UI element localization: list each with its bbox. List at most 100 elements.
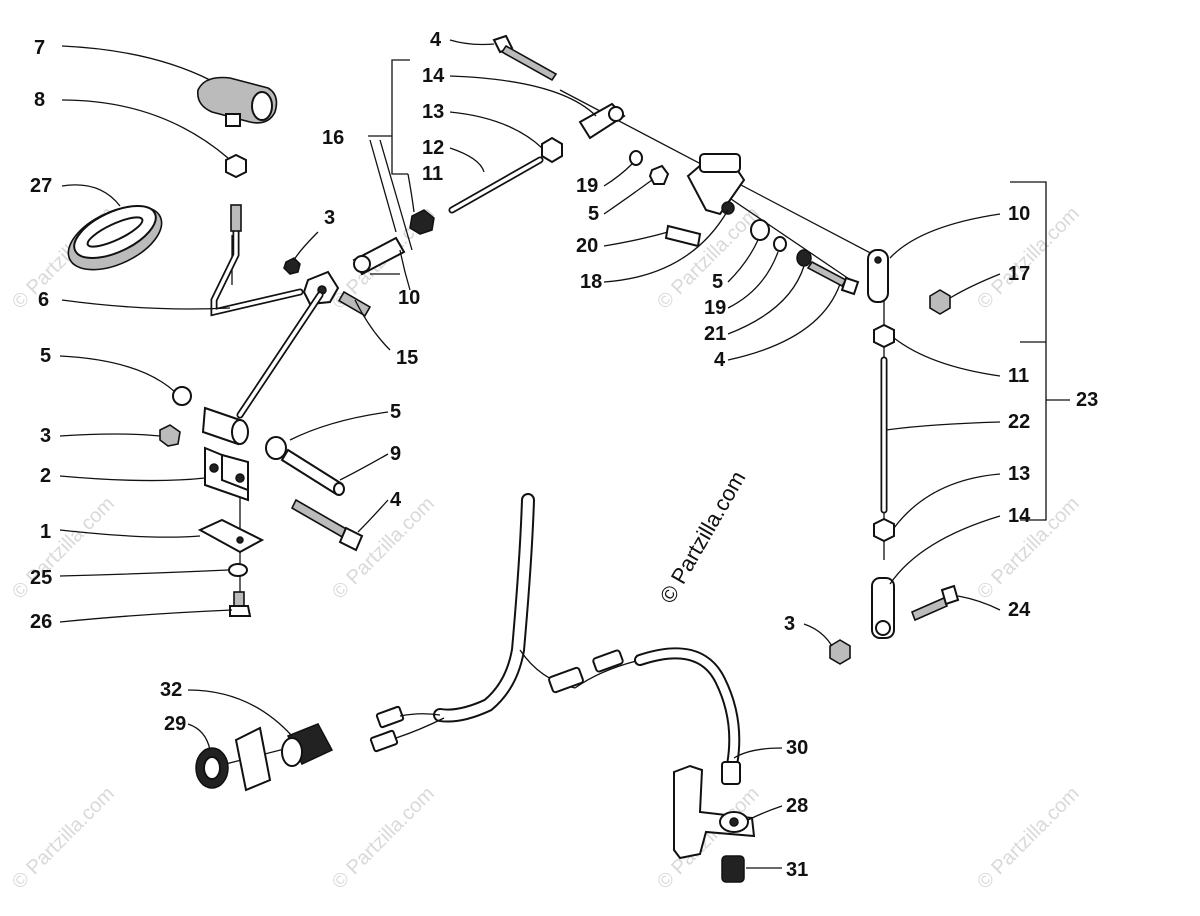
callout-12: 12 bbox=[422, 137, 444, 159]
bushing-icon bbox=[648, 164, 670, 185]
callout-3: 3 bbox=[40, 425, 51, 447]
mounting-plate-icon bbox=[197, 518, 265, 554]
watermark-text: © Partzilla.com bbox=[973, 783, 1084, 894]
bushing-icon bbox=[750, 219, 770, 241]
hole-icon bbox=[236, 536, 244, 544]
handle-grip-icon bbox=[196, 76, 278, 127]
rubber-boot-icon bbox=[67, 205, 163, 271]
nut-icon bbox=[721, 855, 745, 883]
leader-lines bbox=[59, 39, 1001, 869]
callout-26: 26 bbox=[30, 611, 52, 633]
callout-9: 9 bbox=[390, 443, 401, 465]
group-brackets bbox=[368, 59, 1070, 521]
callout-25: 25 bbox=[30, 567, 52, 589]
callout-31: 31 bbox=[786, 859, 808, 881]
callout-18: 18 bbox=[580, 271, 602, 293]
shift-lever-icon bbox=[210, 204, 304, 317]
callout-28: 28 bbox=[786, 795, 808, 817]
callout-4: 4 bbox=[430, 29, 442, 51]
bolt-icon bbox=[290, 498, 364, 552]
bushing-icon bbox=[172, 386, 192, 406]
bolt-icon bbox=[337, 290, 372, 317]
nut-icon bbox=[829, 639, 851, 665]
callout-11: 11 bbox=[1008, 365, 1029, 387]
callout-32: 32 bbox=[160, 679, 182, 701]
watermarks: © Partzilla.com © Partzilla.com © Partzi… bbox=[8, 203, 1084, 894]
watermark-text: © Partzilla.com bbox=[328, 783, 439, 894]
rod-end-icon bbox=[578, 102, 626, 140]
callout-5: 5 bbox=[390, 401, 401, 423]
callout-14: 14 bbox=[1008, 505, 1031, 527]
callout-19: 19 bbox=[704, 297, 726, 319]
rod-end-icon bbox=[352, 236, 406, 276]
callout-15: 15 bbox=[396, 347, 418, 369]
callout-5: 5 bbox=[712, 271, 723, 293]
callout-13: 13 bbox=[1008, 463, 1030, 485]
callout-4: 4 bbox=[390, 489, 402, 511]
watermark-text: © Partzilla.com bbox=[653, 783, 764, 894]
callout-5: 5 bbox=[588, 203, 599, 225]
callout-7: 7 bbox=[34, 37, 45, 59]
callout-10: 10 bbox=[398, 287, 420, 309]
pivot-pin-icon bbox=[280, 448, 345, 496]
callout-3: 3 bbox=[784, 613, 795, 635]
nut-icon bbox=[929, 289, 951, 315]
switch-icon bbox=[234, 723, 334, 792]
bolt-icon bbox=[910, 584, 960, 622]
pivot-sleeve-icon bbox=[201, 406, 249, 446]
copyright-text: © Partzilla.com bbox=[655, 467, 751, 608]
callout-23: 23 bbox=[1076, 389, 1098, 411]
callout-6: 6 bbox=[38, 289, 49, 311]
callout-30: 30 bbox=[786, 737, 808, 759]
rod-end-icon bbox=[871, 577, 895, 639]
rod-end-icon bbox=[867, 249, 889, 303]
sensor-icon bbox=[721, 761, 741, 785]
callout-11: 11 bbox=[422, 163, 443, 185]
callout-27: 27 bbox=[30, 175, 52, 197]
washer-icon bbox=[773, 236, 787, 252]
callout-29: 29 bbox=[164, 713, 186, 735]
callout-10: 10 bbox=[1008, 203, 1030, 225]
watermark-text: © Partzilla.com bbox=[8, 783, 119, 894]
nut-icon bbox=[409, 209, 435, 235]
callout-21: 21 bbox=[704, 323, 726, 345]
callout-5: 5 bbox=[40, 345, 51, 367]
spacer-pin-icon bbox=[664, 224, 702, 248]
nut-icon bbox=[283, 257, 301, 275]
bellcrank-icon bbox=[686, 153, 746, 216]
callout-3: 3 bbox=[324, 207, 335, 229]
callout-14: 14 bbox=[422, 65, 445, 87]
sensor-bracket-icon bbox=[673, 764, 756, 860]
callout-13: 13 bbox=[422, 101, 444, 123]
callout-2: 2 bbox=[40, 465, 51, 487]
nut-icon bbox=[541, 136, 563, 164]
watermark-text: © Partzilla.com bbox=[328, 493, 439, 604]
callout-16: 16 bbox=[322, 127, 344, 149]
nut-icon bbox=[225, 153, 247, 179]
bushing-icon bbox=[265, 436, 287, 460]
callout-8: 8 bbox=[34, 89, 45, 111]
bolt-icon bbox=[229, 591, 252, 617]
retaining-ring-icon bbox=[195, 747, 229, 789]
callout-1: 1 bbox=[40, 521, 51, 543]
callout-22: 22 bbox=[1008, 411, 1030, 433]
callout-19: 19 bbox=[576, 175, 598, 197]
watermark-text: © Partzilla.com bbox=[8, 493, 119, 604]
callout-labels: 7 8 27 6 3 15 5 3 2 1 25 26 5 9 4 4 14 1… bbox=[30, 29, 1098, 881]
callout-4: 4 bbox=[714, 349, 726, 371]
washer-icon bbox=[796, 249, 812, 267]
link-rod-icon bbox=[236, 291, 324, 419]
bolt-icon bbox=[492, 34, 558, 82]
nut-icon bbox=[873, 323, 895, 349]
nut-icon bbox=[159, 424, 181, 447]
washer-icon bbox=[629, 150, 643, 166]
washer-icon bbox=[228, 563, 248, 577]
assembly-axes bbox=[209, 89, 885, 769]
nut-icon bbox=[873, 517, 895, 543]
wiring-harness-icon bbox=[369, 493, 741, 771]
bolt-icon bbox=[806, 260, 860, 296]
threaded-rod-icon bbox=[448, 156, 544, 214]
callout-17: 17 bbox=[1008, 263, 1030, 285]
callout-24: 24 bbox=[1008, 599, 1031, 621]
